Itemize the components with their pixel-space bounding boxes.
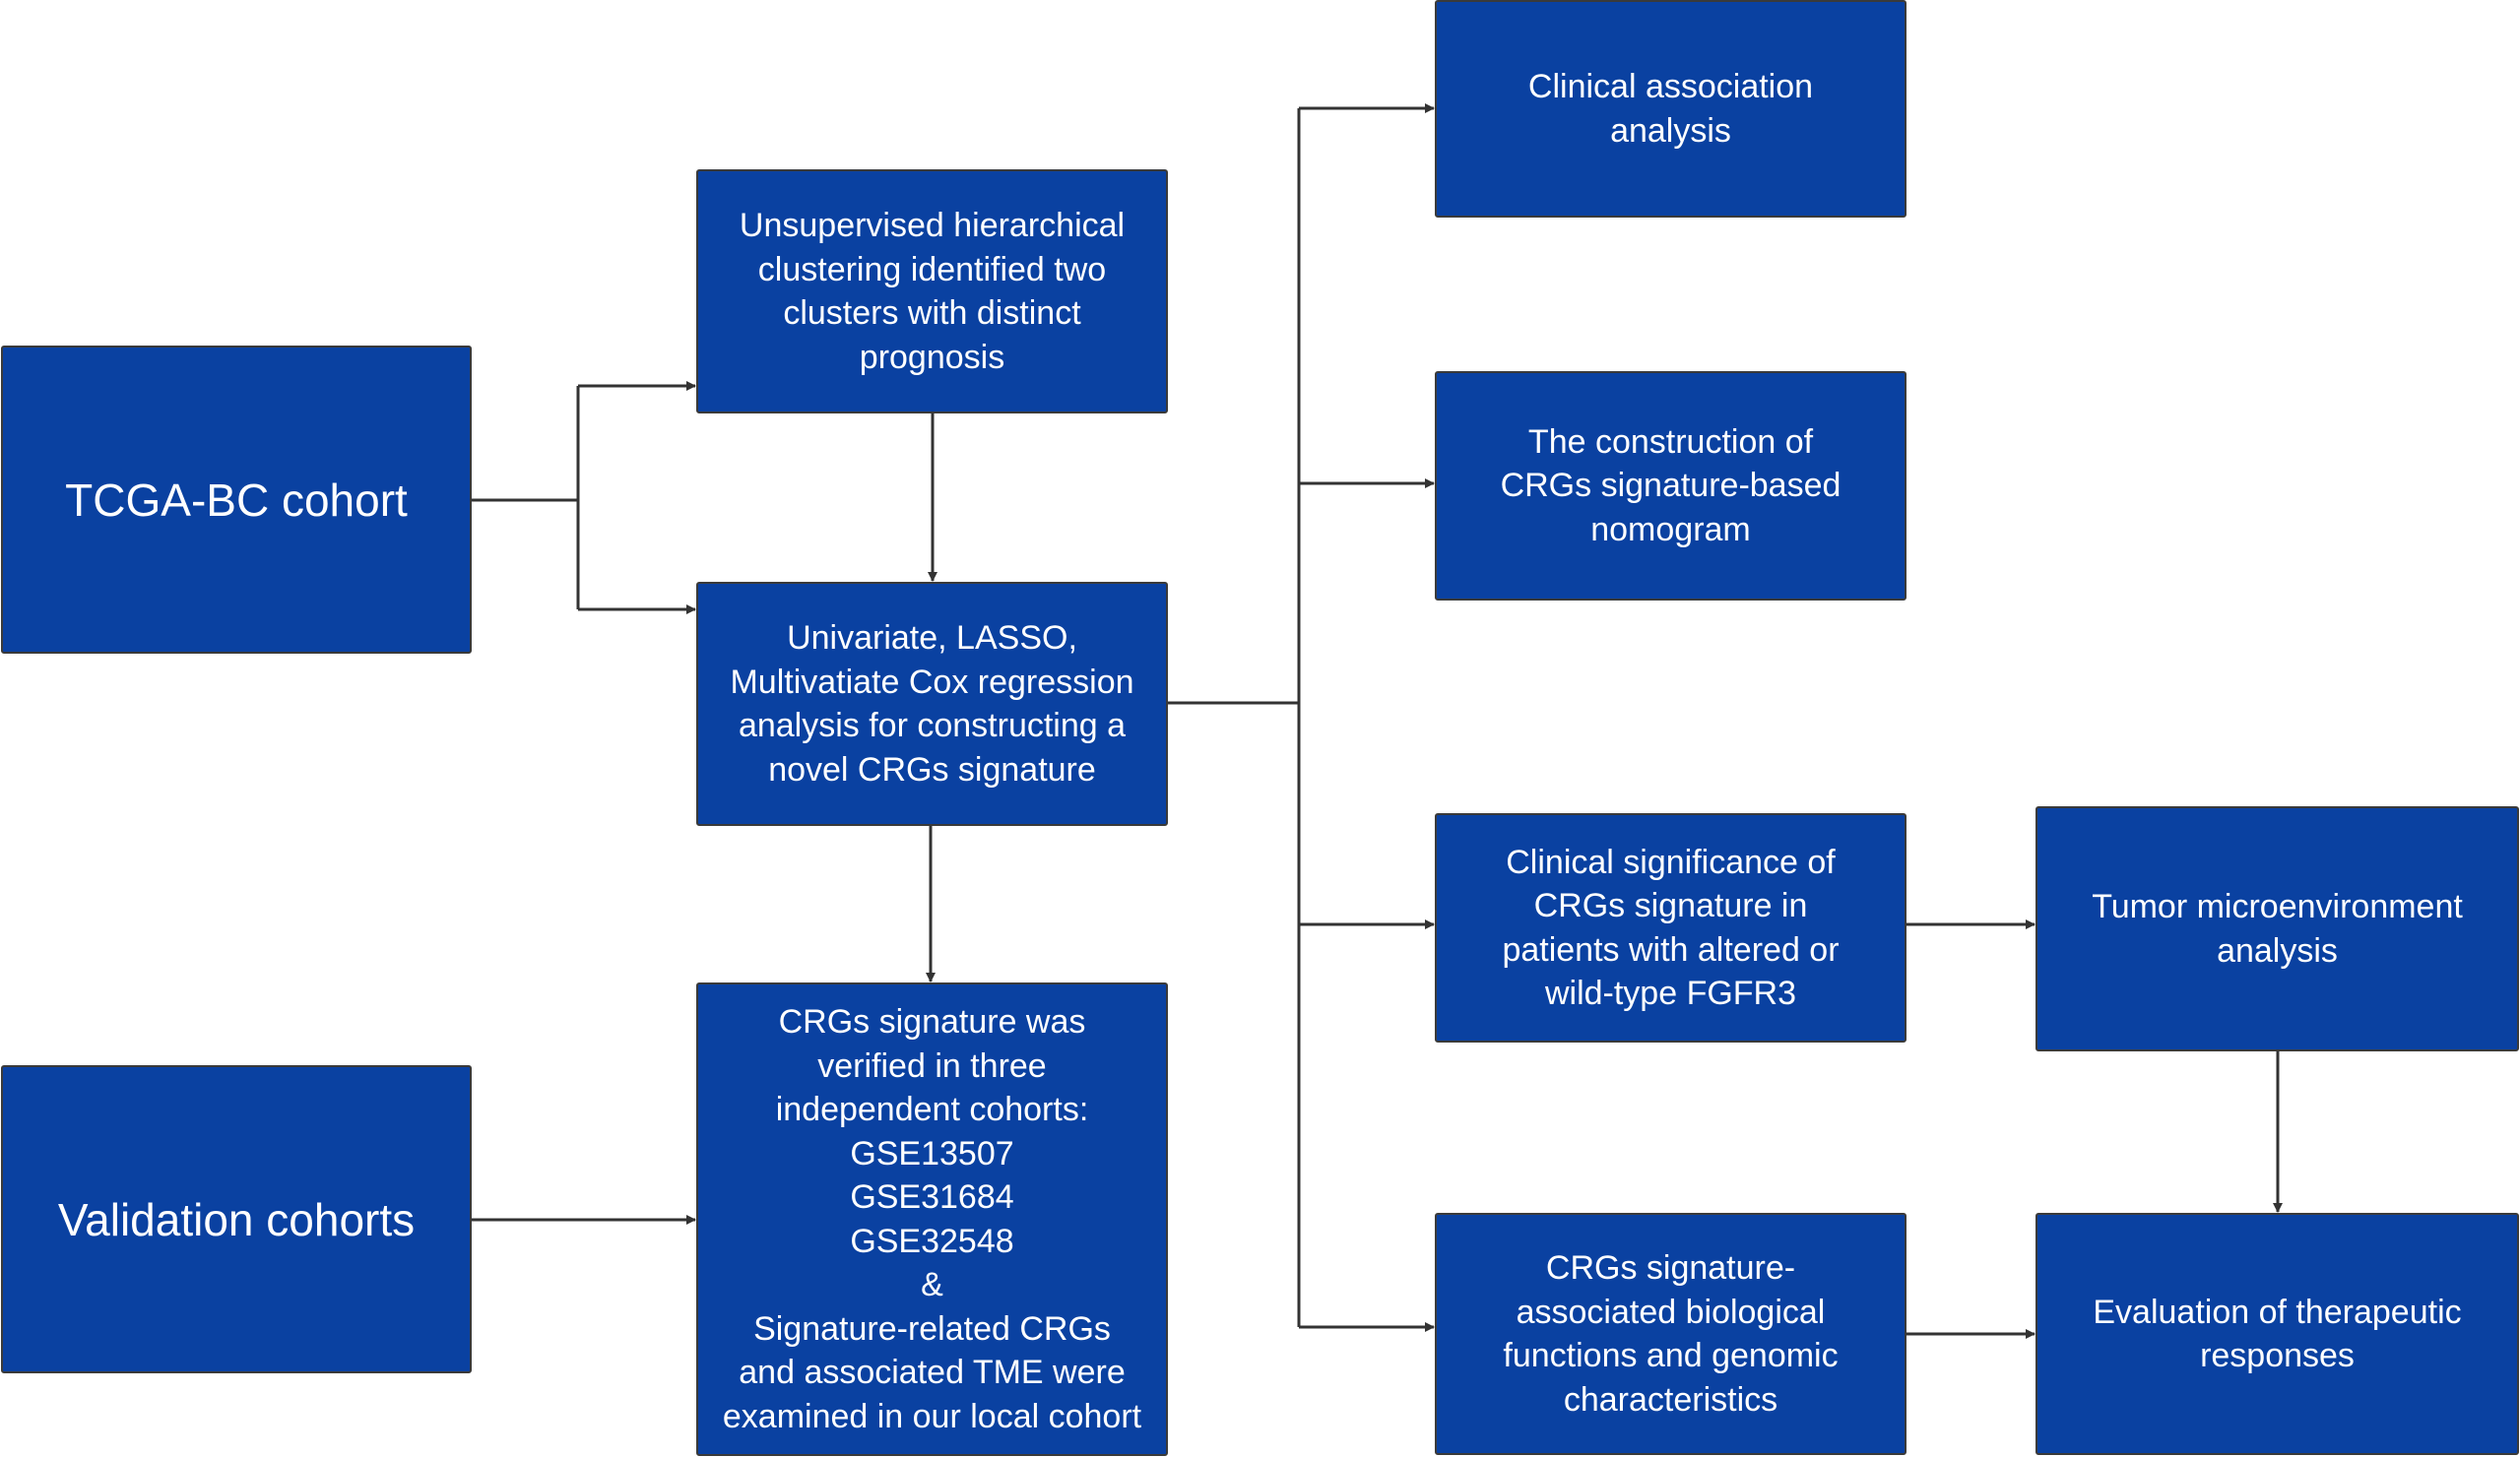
node-text-line: & bbox=[921, 1266, 943, 1303]
node-text-line: Clinical association bbox=[1527, 68, 1814, 105]
node-tumor-microenvironment-analysis: Tumor microenvironment analysis bbox=[2035, 806, 2519, 1051]
node-text-line: responses bbox=[2200, 1337, 2355, 1374]
node-text-line: characteristics bbox=[1563, 1380, 1778, 1419]
node-text-line: and associated TME were bbox=[739, 1354, 1126, 1391]
node-text-line: GSE13507 bbox=[850, 1134, 1014, 1172]
node-text-line: functions and genomic bbox=[1503, 1337, 1839, 1374]
node-nomogram-construction: The construction of CRGs signature-based… bbox=[1435, 371, 1906, 601]
node-text-line: independent cohorts: bbox=[775, 1091, 1089, 1128]
node-cox-regression-analysis: Univariate, LASSO, Multivatiate Cox regr… bbox=[696, 582, 1168, 826]
node-text-line: Validation cohorts bbox=[57, 1193, 416, 1245]
node-clinical-association-analysis: Clinical association analysis bbox=[1435, 0, 1906, 218]
node-text-line: analysis bbox=[2217, 931, 2338, 970]
node-text-line: CRGs signature in bbox=[1533, 887, 1808, 924]
node-text-line: analysis for constructing a bbox=[738, 707, 1127, 744]
node-text-line: CRGs signature was bbox=[778, 1003, 1086, 1041]
node-text-line: novel CRGs signature bbox=[768, 750, 1096, 789]
node-text-line: GSE31684 bbox=[850, 1178, 1014, 1216]
node-text-line: The construction of bbox=[1527, 422, 1814, 461]
node-text-line: Signature-related CRGs bbox=[753, 1309, 1111, 1348]
node-text-line: patients with altered or bbox=[1502, 930, 1840, 969]
node-text-line: analysis bbox=[1610, 111, 1731, 150]
node-text-line: TCGA-BC cohort bbox=[65, 474, 408, 526]
node-text-line: clustering identified two bbox=[757, 250, 1107, 288]
node-text-line: Clinical significance of bbox=[1506, 843, 1836, 881]
node-text-line: Tumor microenvironment bbox=[2092, 888, 2463, 925]
node-text-line: prognosis bbox=[859, 338, 1005, 376]
node-hierarchical-clustering: Unsupervised hierarchical clustering ide… bbox=[696, 169, 1168, 413]
node-text-line: Multivatiate Cox regression bbox=[730, 663, 1134, 701]
node-text-line: verified in three bbox=[817, 1046, 1047, 1085]
node-text-line: nomogram bbox=[1590, 510, 1751, 548]
node-biological-functions: CRGs signature- associated biological fu… bbox=[1435, 1213, 1906, 1455]
node-text-line: associated biological bbox=[1516, 1293, 1826, 1331]
node-text-line: wild-type FGFR3 bbox=[1544, 975, 1797, 1012]
node-text-line: CRGs signature-based bbox=[1500, 467, 1842, 505]
node-text-line: Univariate, LASSO, bbox=[787, 619, 1077, 657]
node-text-line: Evaluation of therapeutic bbox=[2093, 1293, 2462, 1331]
node-signature-verification: CRGs signature was verified in three ind… bbox=[696, 982, 1168, 1456]
node-validation-cohorts: Validation cohorts bbox=[1, 1065, 472, 1373]
node-text-line: clusters with distinct bbox=[783, 294, 1081, 332]
node-text-line: GSE32548 bbox=[850, 1222, 1014, 1260]
node-fgfr3-clinical-significance: Clinical significance of CRGs signature … bbox=[1435, 813, 1906, 1043]
node-text-line: Unsupervised hierarchical bbox=[739, 207, 1126, 244]
node-text-line: examined in our local cohort bbox=[722, 1397, 1142, 1435]
node-therapeutic-response-evaluation: Evaluation of therapeutic responses bbox=[2035, 1213, 2519, 1455]
node-text-line: CRGs signature- bbox=[1545, 1249, 1796, 1287]
node-tcga-bc-cohort: TCGA-BC cohort bbox=[1, 346, 472, 654]
